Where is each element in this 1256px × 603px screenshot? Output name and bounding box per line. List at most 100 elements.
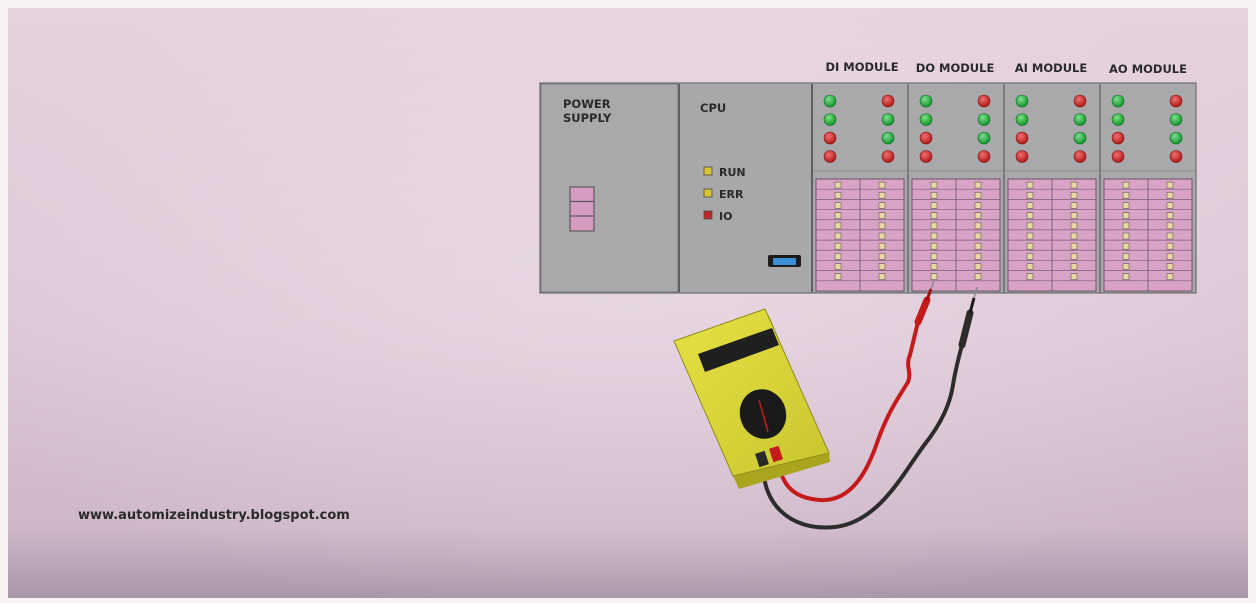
led-green (1169, 113, 1183, 126)
io-module-ao (1099, 84, 1195, 292)
terminal-screw (1070, 202, 1078, 209)
black-probe (958, 286, 978, 349)
terminal-screw (974, 253, 982, 260)
terminal-screw (974, 212, 982, 219)
terminal-screw (1122, 191, 1130, 199)
led-red (823, 131, 837, 145)
terminal-screw (1070, 181, 1078, 189)
power-supply-face (540, 83, 679, 293)
terminal-screw (878, 212, 886, 219)
power-supply-label-line1: POWER (563, 97, 611, 111)
cpu-module: CPU RUN ERR IO (680, 84, 811, 292)
led-red (919, 131, 933, 145)
led-red (1015, 150, 1029, 163)
led-red (1073, 94, 1087, 108)
led-green (977, 131, 991, 145)
website-url: www.automizeindustry.blogspot.com (78, 508, 350, 523)
terminal-screw (974, 181, 982, 189)
terminal-screw (1070, 263, 1078, 270)
io-module-di (813, 84, 907, 292)
run-indicator (703, 166, 713, 176)
terminal-screw (930, 242, 938, 250)
terminal-screw (1070, 212, 1078, 219)
led-red (977, 94, 991, 108)
led-red (919, 150, 933, 163)
io-modules (813, 84, 1195, 292)
terminal-screw (1166, 191, 1174, 199)
terminal-screw (930, 263, 938, 270)
terminal-screw (834, 212, 842, 219)
terminal-screw (878, 181, 886, 189)
terminal-screw (974, 242, 982, 250)
io-module-ai (1003, 84, 1099, 292)
terminal-screw (974, 273, 982, 281)
terminal-screw (834, 191, 842, 199)
terminal-screw (1166, 273, 1174, 281)
terminal-screw (1070, 232, 1078, 240)
led-red (1169, 150, 1183, 163)
terminal-screw (1026, 273, 1034, 281)
terminal-screw (834, 181, 842, 189)
terminal-screw (878, 191, 886, 199)
led-red (1169, 94, 1183, 108)
terminal-screw (1070, 273, 1078, 281)
terminal-screw (930, 232, 938, 240)
terminal-screw (1122, 202, 1130, 209)
terminal-screw (878, 273, 886, 281)
io-indicator (703, 210, 713, 220)
module-label-ai: AI MODULE (1015, 61, 1088, 75)
terminal-screw (1122, 232, 1130, 240)
module-label-ao: AO MODULE (1109, 62, 1187, 76)
terminal-screw (1026, 242, 1034, 250)
terminal-screw (1122, 212, 1130, 219)
terminal-screw (1026, 181, 1034, 189)
terminal-screw (1070, 242, 1078, 250)
terminal-screw (1026, 212, 1034, 219)
terminal-screw (834, 202, 842, 209)
led-green (881, 131, 895, 145)
terminal-screw (930, 181, 938, 189)
led-red (1015, 131, 1029, 145)
led-green (1073, 113, 1087, 126)
terminal-screw (1070, 253, 1078, 260)
led-green (919, 113, 933, 126)
terminal-screw (1122, 242, 1130, 250)
terminal-screw (930, 202, 938, 209)
terminal-screw (1026, 222, 1034, 230)
terminal-screw (1070, 222, 1078, 230)
terminal-screw (1026, 191, 1034, 199)
terminal-screw (878, 222, 886, 230)
led-green (1073, 131, 1087, 145)
module-label-di: DI MODULE (825, 60, 898, 74)
terminal-screw (1122, 222, 1130, 230)
red-probe-cable (775, 320, 920, 503)
terminal-screw (930, 253, 938, 260)
led-red (881, 150, 895, 163)
black-probe-cable (761, 343, 964, 530)
multimeter (673, 308, 830, 489)
terminal-screw (1122, 273, 1130, 281)
terminal-screw (930, 191, 938, 199)
led-red (1073, 150, 1087, 163)
led-red (1111, 131, 1125, 145)
led-red (881, 94, 895, 108)
power-supply-label-line2: SUPPLY (563, 111, 612, 125)
terminal-screw (834, 222, 842, 230)
terminal-screw (878, 232, 886, 240)
terminal-screw (834, 273, 842, 281)
terminal-screw (1166, 181, 1174, 189)
led-green (1015, 113, 1029, 126)
terminal-screw (974, 202, 982, 209)
terminal-screw (1166, 222, 1174, 230)
terminal-screw (878, 202, 886, 209)
io-label: IO (719, 210, 732, 223)
terminal-screw (834, 253, 842, 260)
power-switch (569, 186, 595, 232)
terminal-screw (930, 273, 938, 281)
terminal-screw (1166, 232, 1174, 240)
multimeter-bottom-side (733, 453, 830, 489)
terminal-screw (930, 222, 938, 230)
terminal-screw (1026, 202, 1034, 209)
black-jack (755, 450, 769, 468)
